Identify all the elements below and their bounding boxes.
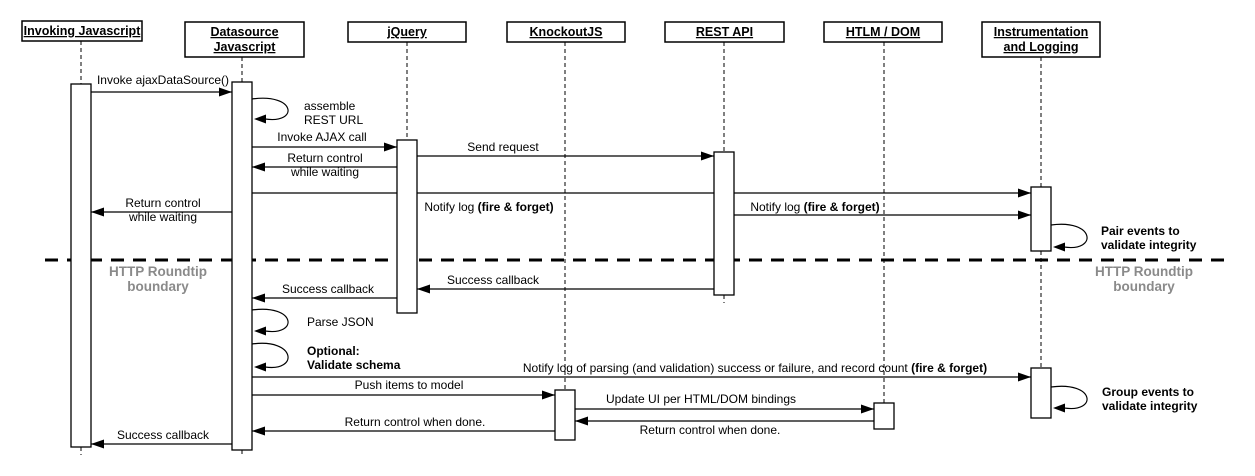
message-label-success-callback-to-jquery: Success callback (447, 273, 540, 287)
message-label-success-callback-to-datasource: Success callback (282, 282, 375, 296)
message-label-success-callback-to-invoker: Success callback (117, 428, 210, 442)
actor-title-knockoutjs: KnockoutJS (530, 25, 603, 39)
activation-bar-instrumentation-and-logging (1030, 186, 1052, 252)
arrowhead-push-items-to-model (542, 390, 555, 400)
actor-box-datasource-javascript (184, 21, 305, 58)
arrowhead-return-control-while-waiting-to-invoker (91, 207, 104, 217)
actor-box-invoking-javascript (21, 20, 143, 42)
arrowhead-send-request (701, 151, 714, 161)
message-label-notify-log-of-parsing: Notify log of parsing (and validation) s… (523, 361, 987, 375)
activation-bar-rest-api (713, 151, 735, 296)
arrowhead-update-ui-per-bindings (861, 404, 874, 414)
self-loop-group-events-to-validate-integrity (1050, 385, 1088, 410)
message-label-send-request: Send request (467, 140, 539, 154)
actor-box-rest-api (664, 21, 785, 43)
self-loop-arrowhead-pair-events-to-validate-integrity (1053, 242, 1065, 252)
message-label-return-control-when-done-to-knockout: Return control when done. (640, 423, 781, 437)
actor-title-jquery: jQuery (386, 25, 427, 39)
self-loop-arrowhead-group-events-to-validate-integrity (1053, 403, 1065, 413)
actor-title-htlm-dom: HTLM / DOM (846, 25, 920, 39)
arrowhead-success-callback-to-invoker (91, 439, 104, 449)
arrowhead-notify-log-from-datasource (1018, 188, 1031, 198)
message-label-return-control-when-done-to-datasource: Return control when done. (345, 415, 486, 429)
arrowhead-success-callback-to-jquery (417, 284, 430, 294)
arrowhead-notify-log-from-rest-api (1018, 210, 1031, 220)
self-loop-assemble-rest-url (251, 97, 289, 121)
self-loop-optional-validate-schema (251, 342, 289, 369)
message-label-invoke-ajax-call: Invoke AJAX call (277, 130, 366, 144)
arrowhead-return-control-when-done-to-knockout (575, 416, 588, 426)
actor-box-instrumentation-and-logging (981, 21, 1101, 58)
message-label-invoke-ajax-datasource: Invoke ajaxDataSource() (97, 73, 229, 87)
arrowhead-invoke-ajax-call (384, 142, 397, 152)
message-label-notify-log-from-rest-api: Notify log (fire & forget) (750, 200, 879, 214)
activation-bar-jquery (396, 139, 418, 314)
self-loop-arrowhead-parse-json (254, 326, 266, 336)
activation-bar-knockoutjs (554, 389, 576, 441)
arrowhead-return-control-when-done-to-datasource (252, 426, 265, 436)
message-label-update-ui-per-bindings: Update UI per HTML/DOM bindings (606, 392, 796, 406)
self-loop-parse-json (251, 308, 289, 333)
arrowhead-invoke-ajax-datasource (219, 87, 232, 97)
self-loop-arrowhead-assemble-rest-url (254, 114, 266, 124)
activation-bar-datasource-javascript (231, 81, 253, 451)
actor-box-knockoutjs (506, 21, 626, 43)
activation-bar-htlm-dom (873, 402, 895, 430)
arrowhead-success-callback-to-datasource (252, 293, 265, 303)
self-loop-label-parse-json: Parse JSON (307, 315, 374, 329)
activation-bar-instrumentation-and-logging-2 (1030, 367, 1052, 419)
self-loop-arrowhead-optional-validate-schema (254, 362, 266, 372)
message-label-notify-log-from-datasource: Notify log (fire & forget) (424, 200, 553, 214)
actor-title-invoking-javascript: Invoking Javascript (24, 24, 142, 38)
self-loop-pair-events-to-validate-integrity (1050, 223, 1088, 249)
message-label-push-items-to-model: Push items to model (355, 378, 464, 392)
arrowhead-notify-log-of-parsing (1018, 372, 1031, 382)
actor-box-jquery (347, 21, 467, 43)
arrowhead-return-control-while-waiting-to-datasource (252, 162, 265, 172)
actor-title-rest-api: REST API (696, 25, 753, 39)
actor-box-htlm-dom (823, 21, 943, 43)
activation-bar-invoking-javascript (70, 83, 92, 448)
self-loop-label-optional-validate-schema: Optional:Validate schema (307, 344, 401, 372)
